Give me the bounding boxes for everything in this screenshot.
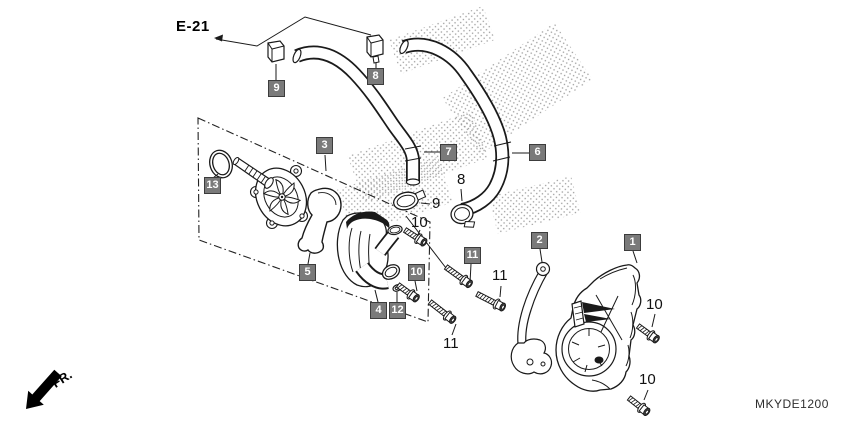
callout-box-7: 7 bbox=[440, 144, 457, 161]
stay-2-art bbox=[510, 261, 553, 375]
bolt-10-pump-lower-art bbox=[394, 280, 422, 305]
callout-box-6: 6 bbox=[529, 144, 546, 161]
bolt-10-cover-upper-art bbox=[634, 321, 662, 346]
clamp-8-top-art bbox=[366, 34, 384, 64]
fr-arrow-icon bbox=[26, 369, 62, 409]
bolt-11-c-art bbox=[426, 297, 459, 326]
diagram-code: MKYDE1200 bbox=[755, 397, 829, 411]
bolt-10-cover-lower-art bbox=[625, 393, 653, 419]
callout-box-11: 11 bbox=[464, 247, 481, 264]
callout-box-5: 5 bbox=[299, 264, 316, 281]
callout-box-12: 12 bbox=[389, 302, 406, 319]
callout-box-8: 8 bbox=[367, 68, 384, 85]
callout-box-9: 9 bbox=[268, 80, 285, 97]
gasket-5-art bbox=[297, 187, 342, 254]
bolt-11-a-art bbox=[442, 262, 475, 291]
hose-7-art bbox=[292, 45, 422, 186]
impeller-art bbox=[262, 178, 302, 216]
part-label-clamp-8: 8 bbox=[457, 171, 466, 188]
callout-box-13: 13 bbox=[204, 177, 221, 194]
water-pump-4-art bbox=[336, 211, 403, 290]
callout-box-1: 1 bbox=[624, 234, 641, 251]
part-label-bolt-10-cover-lower: 10 bbox=[639, 371, 656, 388]
engine-ref-label: E-21 bbox=[176, 18, 210, 35]
clamp-9-top-art bbox=[267, 40, 285, 63]
clamp-8-art bbox=[450, 203, 476, 228]
callout-box-2: 2 bbox=[531, 232, 548, 249]
callout-box-10: 10 bbox=[408, 264, 425, 281]
e21-reference-lines bbox=[214, 16, 372, 47]
clamp-9-art bbox=[393, 189, 427, 211]
part-label-bolt-11-lower: 11 bbox=[443, 335, 459, 352]
assembly-boundary-dashed bbox=[197, 117, 431, 323]
part-label-bolt-10-cover-upper: 10 bbox=[646, 296, 663, 313]
part-label-bolt-11-mid: 11 bbox=[492, 267, 508, 284]
cover-1-art bbox=[555, 264, 642, 392]
callout-box-3: 3 bbox=[316, 137, 333, 154]
pump-shaft-art bbox=[232, 157, 274, 189]
part-label-bolt-10-pump: 10 bbox=[411, 214, 428, 231]
callout-box-4: 4 bbox=[370, 302, 387, 319]
oring-13-art bbox=[209, 149, 233, 179]
part-label-clamp-9: 9 bbox=[432, 195, 441, 212]
bolt-11-b-art bbox=[474, 288, 508, 314]
